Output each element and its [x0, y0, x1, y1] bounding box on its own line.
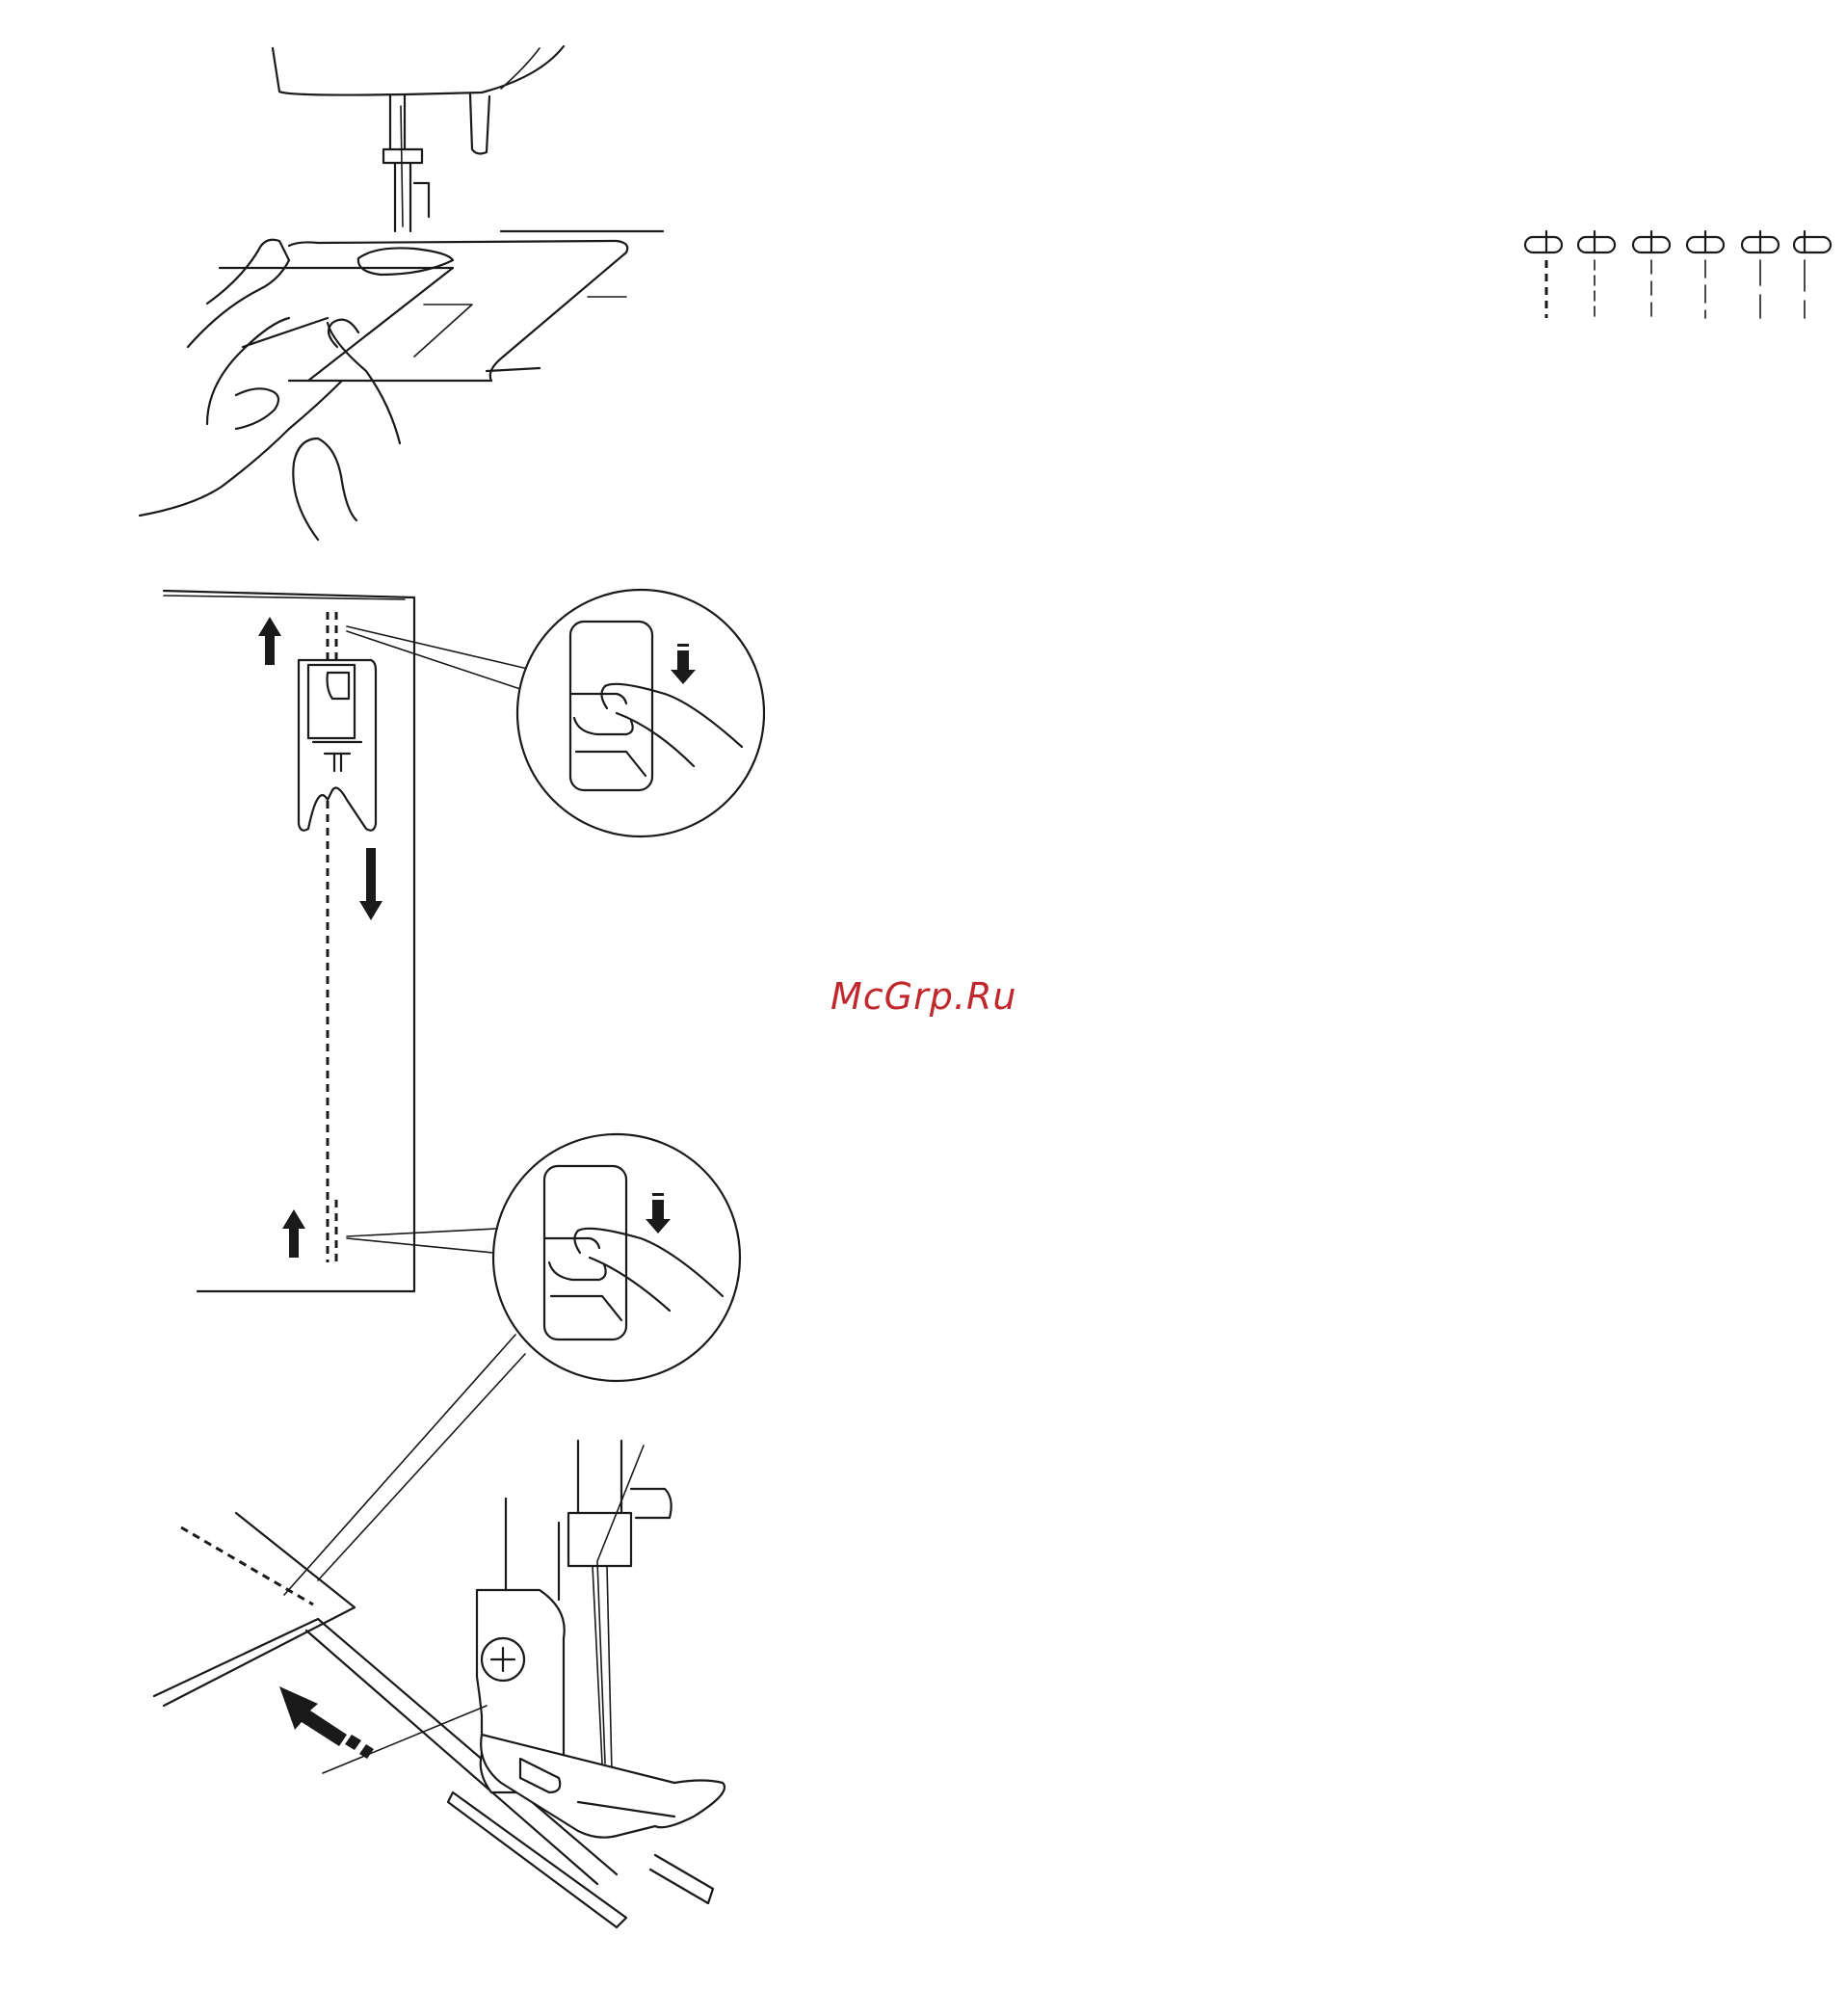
stitch-symbol-6 [1794, 231, 1831, 318]
stitch-symbol-4 [1687, 231, 1724, 318]
stitch-length-symbols-icon [1525, 231, 1831, 318]
stitch-symbol-5 [1742, 231, 1779, 318]
watermark-text: McGrp.Ru [831, 975, 1016, 1018]
stitch-symbol-1 [1525, 231, 1562, 318]
stitch-symbol-3 [1633, 231, 1670, 318]
stitch-symbol-2 [1578, 231, 1615, 318]
